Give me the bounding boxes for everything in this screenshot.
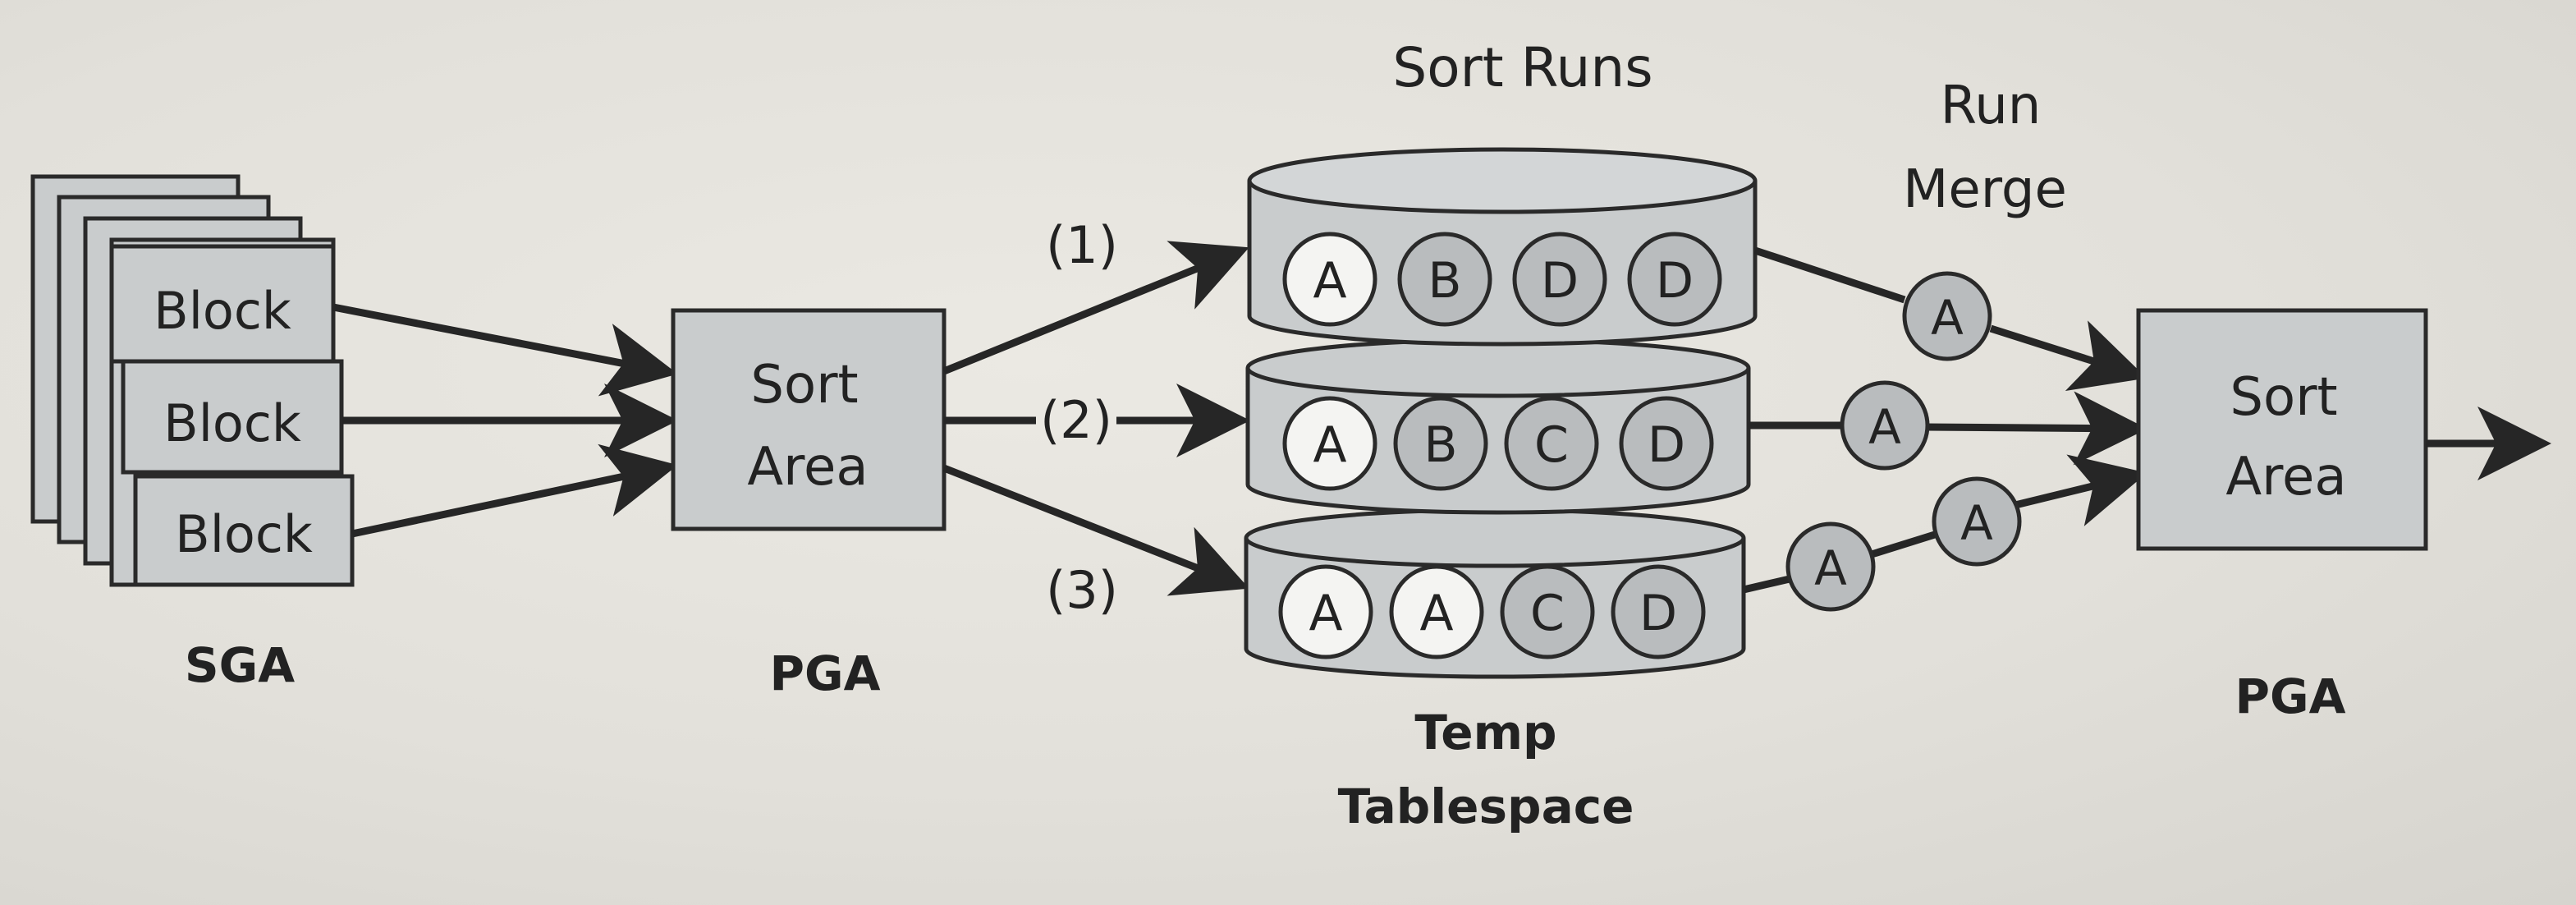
arrow-label-1: (1) <box>1046 215 1118 275</box>
arrow-line <box>942 241 1249 375</box>
sort-run-1: A B D D <box>1282 232 1722 327</box>
run-item <box>1504 396 1599 491</box>
cylinder-top <box>1244 508 1746 568</box>
pga-sort-area-box-right <box>2136 308 2428 551</box>
sga-block <box>121 359 344 475</box>
tablespace-label: Tablespace <box>1338 779 1634 834</box>
sga-block <box>133 474 355 587</box>
run-item-label: D <box>1541 252 1579 310</box>
pga-label-left: PGA <box>769 645 880 701</box>
arrow-label-3: (3) <box>1046 560 1118 620</box>
sga-block-label: Block <box>175 504 313 564</box>
run-item-label: D <box>1656 252 1694 310</box>
run-item <box>1500 564 1595 659</box>
run-item-label: D <box>1639 585 1677 642</box>
run-item <box>1389 564 1484 659</box>
pga-sort-area-line2: Area <box>747 437 868 498</box>
run-item <box>1282 232 1377 327</box>
run-item <box>1627 232 1722 327</box>
run-merge-line1: Run <box>1941 76 2042 136</box>
run-item <box>1278 564 1373 659</box>
cylinder-segment <box>1247 181 1758 347</box>
merge-item-label: A <box>1814 540 1847 596</box>
run-item <box>1512 232 1607 327</box>
cylinder-segment <box>1244 538 1746 679</box>
sort-run-2: A B C D <box>1282 396 1714 491</box>
cylinder-segment <box>1245 368 1751 515</box>
run-item <box>1397 232 1492 327</box>
run-item <box>1611 564 1706 659</box>
sga-block-stack: Block Block Block <box>30 174 355 587</box>
arrow-line <box>1870 530 1939 558</box>
pga-sort-area-line1: Sort <box>750 355 858 416</box>
run-item-label: D <box>1648 416 1685 474</box>
merge-item-label: A <box>1960 495 1993 551</box>
arrow-line <box>351 443 678 538</box>
merge-item <box>1902 271 1992 361</box>
run-item-label: A <box>1419 585 1453 642</box>
pga-to-runs-arrows <box>942 241 1250 596</box>
merge-items: A A A A <box>1785 271 2022 612</box>
arrow-line <box>1924 391 2147 466</box>
run-item-label: A <box>1313 416 1346 474</box>
sga-to-pga-arrows <box>332 303 678 538</box>
arrow-line <box>942 464 1249 596</box>
run-item <box>1282 396 1377 491</box>
arrow-line <box>332 303 678 397</box>
arrow-line <box>1753 246 1906 304</box>
arrow-line <box>2014 454 2147 526</box>
sga-block-label: Block <box>154 281 291 341</box>
cylinder-top <box>1245 338 1751 398</box>
run-item-label: C <box>1530 585 1565 642</box>
merge-item <box>1932 476 2022 567</box>
sga-label: SGA <box>185 637 295 693</box>
sort-runs-title: Sort Runs <box>1392 36 1652 99</box>
arrow-label-2: (2) <box>1040 390 1112 450</box>
run-item-label: B <box>1423 416 1457 474</box>
arrow-line <box>1742 575 1791 594</box>
temp-tablespace-cylinder <box>1244 147 1758 679</box>
run-merge-line2: Merge <box>1903 159 2067 220</box>
run-item-label: A <box>1309 585 1342 642</box>
sort-run-3: A A C D <box>1278 564 1706 659</box>
cylinder-top <box>1247 147 1758 214</box>
run-item-label: C <box>1534 416 1569 474</box>
pga-sort-area-right-line1: Sort <box>2230 367 2337 428</box>
run-item <box>1393 396 1488 491</box>
merge-item-label: A <box>1931 290 1964 346</box>
pga-label-right: PGA <box>2235 668 2345 724</box>
merge-arrows <box>1742 246 2147 594</box>
temp-label: Temp <box>1414 705 1556 760</box>
merge-item <box>1840 380 1930 471</box>
merge-item <box>1785 521 1876 612</box>
merge-item-label: A <box>1868 399 1901 455</box>
run-item <box>1619 396 1714 491</box>
run-item-label: B <box>1428 252 1461 310</box>
run-item-label: A <box>1313 252 1346 310</box>
arrow-line <box>1989 320 2147 392</box>
sga-block-label: Block <box>163 393 301 453</box>
pga-sort-area-right-line2: Area <box>2225 447 2346 508</box>
